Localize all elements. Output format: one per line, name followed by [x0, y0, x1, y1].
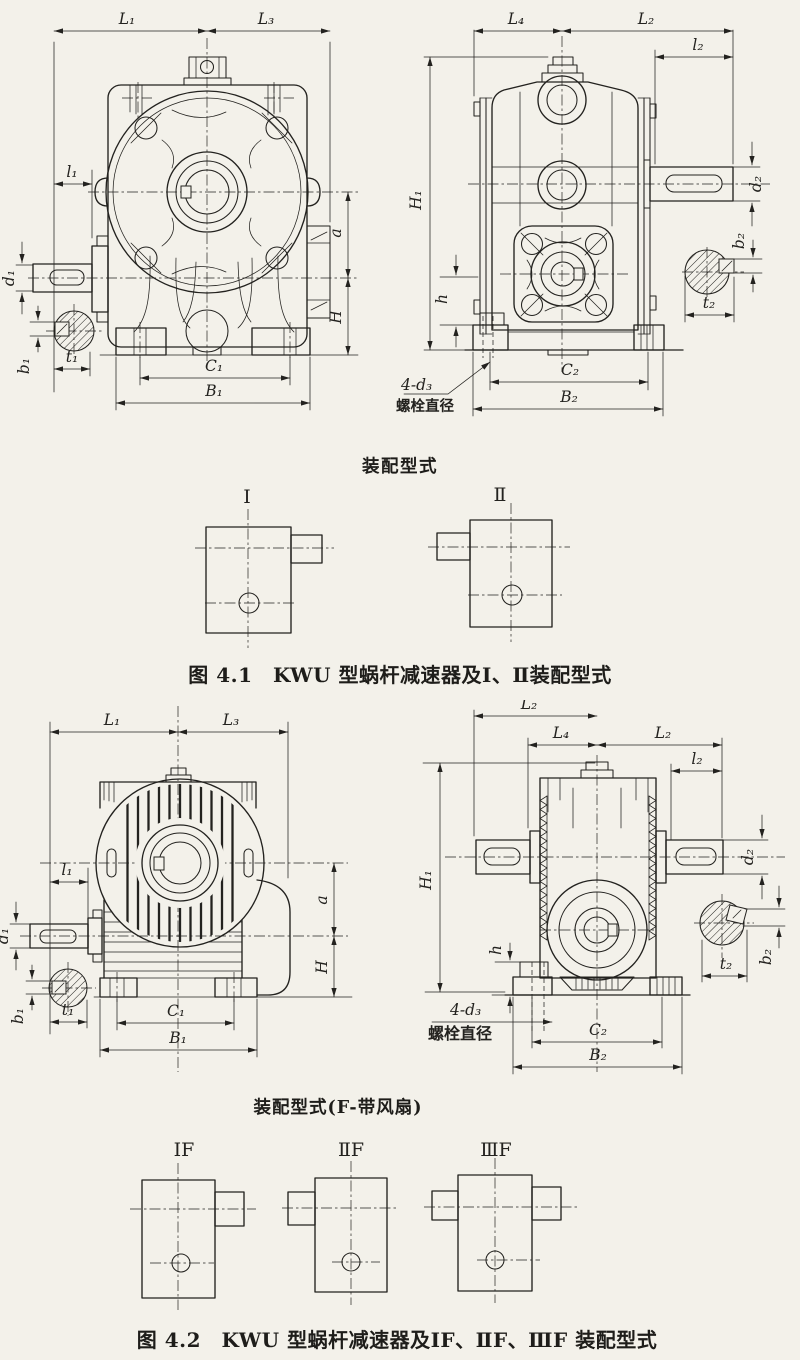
dim-label-L1: L₁: [103, 711, 121, 729]
dim-label-h: h: [433, 294, 451, 304]
dim-label-H: H: [313, 960, 331, 975]
fig41-assembly-title: 装配型式: [362, 457, 438, 477]
bolt-diameter-note: 螺栓直径: [396, 397, 454, 415]
fig42-side-view: L₂ L₄ L₂ l₂ H₁ h d₂ C₂ B₂ 4-d₃ 螺栓直径 b₂ t…: [417, 700, 786, 1075]
fig42-front-view: L₁ L₃ l₁ d₁ b₁ t₁ C₁ B₁ a H: [0, 706, 353, 1072]
dim-label-l2: l₂: [692, 36, 703, 54]
variant-IF-label: ⅠF: [174, 1139, 195, 1161]
dim-label-B1: B₁: [168, 1029, 187, 1047]
dim-label-H1: H₁: [417, 870, 435, 891]
fig41-drawing: L₁ L₃ l₁ d₁ b₁ t₁ C₁ B₁ a H: [0, 10, 770, 417]
variant-IF-diagram: ⅠF: [130, 1139, 256, 1310]
dim-label-b2: b₂: [730, 233, 748, 249]
dim-label-4d3: 4-d₃: [400, 376, 432, 394]
variant-I-diagram: Ⅰ: [195, 486, 334, 648]
dim-label-L3: L₃: [257, 10, 275, 28]
dim-label-C2: C₂: [589, 1021, 607, 1039]
dim-label-l1: l₁: [66, 163, 77, 181]
variant-IIF-diagram: ⅡF: [282, 1139, 396, 1305]
variant-IIF-label: ⅡF: [338, 1139, 364, 1161]
dim-label-b1: b₁: [9, 1008, 27, 1024]
dim-label-C1: C₁: [167, 1002, 185, 1020]
variant-II-diagram: Ⅱ: [428, 485, 570, 642]
dim-label-b1: b₁: [15, 358, 33, 374]
dim-label-a: a: [327, 228, 345, 237]
dim-label-C1: C₁: [205, 357, 223, 375]
fig41-caption: 图 4.1 KWU 型蜗杆减速器及Ⅰ、Ⅱ装配型式: [188, 663, 612, 687]
dim-label-t1: t₁: [62, 1001, 74, 1019]
dim-label-L3: L₃: [222, 711, 240, 729]
variant-IIIF-diagram: ⅢF: [424, 1139, 580, 1303]
fig42-assembly-title: 装配型式(F-带风扇): [253, 1098, 423, 1118]
fig41-side-view: L₄ L₂ l₂ H₁ h d₂ C₂ B₂ 4-d₃ 螺栓直径 b₂ t₂: [396, 10, 770, 417]
dim-label-H1: H₁: [407, 190, 425, 211]
dim-label-l1: l₁: [61, 861, 72, 879]
dim-label-4d3: 4-d₃: [449, 1001, 481, 1019]
fig41-assembly-variants: Ⅰ Ⅱ: [195, 485, 570, 648]
dim-label-B2: B₂: [559, 388, 578, 406]
dim-label-L2-left: L₂: [520, 700, 538, 713]
fig42-assembly-variants: ⅠF ⅡF ⅢF: [130, 1139, 580, 1310]
dim-label-L2: L₂: [637, 10, 655, 28]
fig41-front-view: L₁ L₃ l₁ d₁ b₁ t₁ C₁ B₁ a H: [0, 10, 359, 411]
dim-label-t1: t₁: [66, 348, 78, 366]
dim-label-L1: L₁: [118, 10, 136, 28]
dim-label-d1: d₁: [0, 270, 18, 286]
dim-label-C2: C₂: [561, 361, 579, 379]
dim-label-a: a: [313, 895, 331, 904]
fig42-caption: 图 4.2 KWU 型蜗杆减速器及ⅠF、ⅡF、ⅢF 装配型式: [136, 1328, 658, 1352]
dim-label-t2: t₂: [703, 294, 715, 312]
variant-IIIF-label: ⅢF: [480, 1139, 512, 1161]
variant-II-label: Ⅱ: [494, 485, 507, 506]
dim-label-h: h: [487, 945, 505, 955]
dim-label-t2: t₂: [720, 955, 732, 973]
dim-label-B2: B₂: [588, 1046, 607, 1064]
dim-label-B1: B₁: [204, 382, 223, 400]
dim-label-l2: l₂: [691, 750, 702, 768]
dim-label-d2: d₂: [747, 176, 765, 192]
dim-label-d1: d₁: [0, 928, 12, 944]
bolt-diameter-note: 螺栓直径: [428, 1024, 492, 1043]
dim-label-b2: b₂: [757, 949, 775, 965]
fig42-drawing: L₁ L₃ l₁ d₁ b₁ t₁ C₁ B₁ a H: [0, 700, 786, 1075]
dim-label-L2: L₂: [654, 724, 672, 742]
dim-label-L4: L₄: [507, 10, 525, 28]
dim-label-d2: d₂: [739, 849, 757, 865]
dim-label-L4: L₄: [552, 724, 570, 742]
variant-I-label: Ⅰ: [243, 486, 251, 508]
dim-label-H: H: [327, 310, 345, 325]
